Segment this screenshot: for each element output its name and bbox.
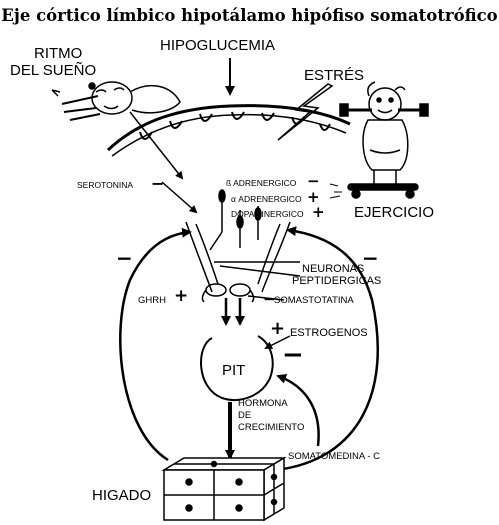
- higado-label: HIGADO: [92, 488, 151, 504]
- ghrh-label: GHRH: [138, 296, 166, 306]
- hormona-label-line3: CRECIMIENTO: [238, 423, 304, 433]
- hormona-label-line2: DE: [238, 411, 251, 421]
- estrogenos-sign: +: [270, 318, 285, 339]
- somatomedina-arrow: [278, 376, 319, 446]
- neuronas-label-line1: NEURONAS: [302, 264, 364, 276]
- hypothalamus-funnel: [186, 222, 300, 302]
- somatomedina-label: SOMATOMEDINA - C: [288, 452, 380, 462]
- dopaminergico-sign: +: [312, 203, 325, 221]
- estrogenos-label: ESTROGENOS: [290, 328, 368, 340]
- pit-label: PIT: [222, 363, 245, 379]
- hipoglucemia-label: HIPOGLUCEMIA: [160, 38, 275, 54]
- sleep-arrow: [130, 112, 182, 178]
- beta-adrenergico-label: ß ADRENERGICO: [226, 179, 296, 188]
- ejercicio-label: EJERCICIO: [354, 205, 434, 221]
- serotonina-sign: −: [151, 174, 164, 193]
- stress-lightning-icon: [278, 84, 332, 140]
- left-feedback-sign: −: [116, 246, 133, 270]
- estres-label: ESTRÉS: [304, 68, 364, 84]
- serotonina-arrow: [162, 182, 196, 212]
- diagram-title: Eje córtico límbico hipotálamo hipófiso …: [0, 6, 499, 25]
- alfa-adrenergico-label: α ADRENERGICO: [231, 195, 302, 204]
- ritmo-label-line1: RITMO: [34, 46, 82, 62]
- ritmo-label-line2: DEL SUEÑO: [10, 63, 96, 79]
- portal-arrows: [226, 298, 240, 324]
- hormona-label-line1: HORMONA: [238, 399, 288, 409]
- dopaminergico-label: DOPAMINERGICO: [231, 210, 304, 219]
- exercising-child-icon: [330, 82, 428, 198]
- right-feedback-sign: −: [362, 246, 379, 270]
- sleeping-figure-icon: [52, 82, 180, 120]
- ghrh-sign: +: [174, 286, 188, 306]
- somastotatina-label: SOMASTOTATINA: [274, 296, 354, 306]
- liver-cube-icon: [164, 458, 284, 520]
- somatomedina-pit-sign: −: [282, 340, 304, 370]
- neuronas-label-line2: PEPTIDERGICAS: [292, 276, 381, 288]
- serotonina-label: SEROTONINA: [77, 181, 133, 190]
